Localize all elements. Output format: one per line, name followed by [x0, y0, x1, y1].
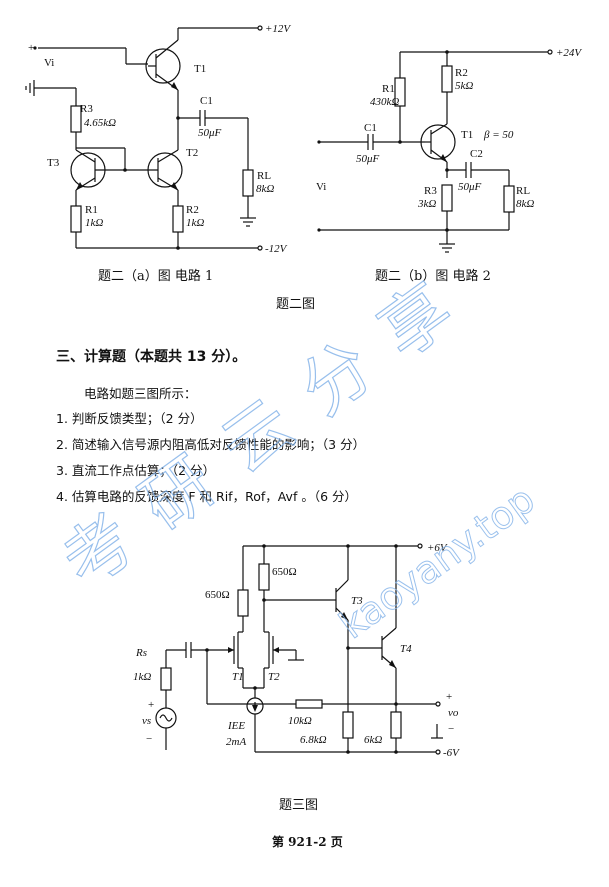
c1-c1-label: C1 [200, 95, 213, 107]
c1-r2-label: R2 [186, 204, 199, 216]
c1-vcc-label: +12V [265, 23, 291, 35]
c2-r3-label: R3 [424, 185, 437, 197]
c2-r3-value: 3kΩ [417, 198, 436, 210]
c2-c1-value: 50μF [356, 153, 380, 165]
c3-t1-label: T1 [232, 671, 244, 683]
c2-r1-label: R1 [382, 83, 395, 95]
c3-vo-label: vo [448, 707, 459, 719]
c1-vi-label: Vi [44, 57, 54, 69]
c1-rl-value: 8kΩ [256, 183, 274, 195]
c2-rl-value: 8kΩ [516, 198, 534, 210]
section-3-item-1: 1. 判断反馈类型；（2 分） [56, 411, 203, 426]
c3-r10k-label: 10kΩ [288, 715, 312, 727]
c3-vcc-label: +6V [427, 542, 448, 554]
c3-r650a-label: 650Ω [205, 589, 230, 601]
c3-rs-label: Rs [135, 647, 147, 659]
c3-vee-label: -6V [443, 747, 460, 759]
c2-vcc-label: +24V [556, 47, 582, 59]
c1-t2-label: T2 [186, 147, 198, 159]
c2-rl-label: RL [516, 185, 530, 197]
c1-r1-label: R1 [85, 204, 98, 216]
c3-vs-plus: + [148, 699, 154, 711]
c2-c2-label: C2 [470, 148, 483, 160]
c3-r68k-label: 6.8kΩ [300, 734, 327, 746]
c1-rl-label: RL [257, 170, 271, 182]
c3-vo-minus: − [448, 723, 454, 735]
c1-c1-value: 50μF [198, 127, 222, 139]
c3-iee-label: IEE [227, 720, 245, 732]
c2-c1-label: C1 [364, 122, 377, 134]
c2-r1-value: 430kΩ [370, 96, 399, 108]
c3-t4-label: T4 [400, 643, 412, 655]
section-3-intro: 电路如题三图所示： [84, 386, 197, 401]
c3-iee-value: 2mA [226, 736, 246, 748]
c3-rs-value: 1kΩ [133, 671, 151, 683]
c2-vi-label: Vi [316, 181, 326, 193]
figure-2-caption: 题二图 [276, 297, 316, 312]
c1-r1-value: 1kΩ [85, 217, 103, 229]
c3-t2-label: T2 [268, 671, 280, 683]
c3-r650b-label: 650Ω [272, 566, 297, 578]
c2-c2-value: 50μF [458, 181, 482, 193]
section-3-item-2: 2. 简述输入信号源内阻高低对反馈性能的影响；（3 分） [56, 437, 366, 452]
c3-r6k-label: 6kΩ [364, 734, 382, 746]
c1-r3-value: 4.65kΩ [84, 117, 116, 129]
c3-vs-label: vs [142, 715, 151, 727]
c1-r3-label: R3 [80, 103, 93, 115]
c1-r2-value: 1kΩ [186, 217, 204, 229]
circuit-2-caption: 题二（b）图 电路 2 [375, 269, 491, 284]
page-number: 第 921-2 页 [272, 835, 343, 849]
c1-t1-label: T1 [194, 63, 206, 75]
circuit-1-caption: 题二（a）图 电路 1 [98, 269, 214, 284]
watermark-url: kaoyany.top [331, 477, 542, 647]
c2-t1-label: T1 [461, 129, 473, 141]
c3-t3-label: T3 [351, 595, 363, 607]
c3-vo-plus: + [446, 691, 452, 703]
c3-vs-minus: − [146, 733, 152, 745]
c2-r2-label: R2 [455, 67, 468, 79]
section-3-item-3: 3. 直流工作点估算；（2 分） [56, 463, 216, 478]
c1-vee-label: -12V [265, 243, 288, 255]
c1-input-plus: + [28, 42, 34, 54]
circuit-3-caption: 题三图 [279, 798, 319, 813]
section-3-item-4: 4. 估算电路的反馈深度 F 和 Rif，Rof，Avf 。（6 分） [56, 489, 358, 504]
c1-t3-label: T3 [47, 157, 60, 169]
c2-beta-label: β = 50 [483, 129, 514, 141]
c2-r2-value: 5kΩ [455, 80, 473, 92]
section-3-title: 三、计算题（本题共 13 分）。 [56, 349, 247, 365]
